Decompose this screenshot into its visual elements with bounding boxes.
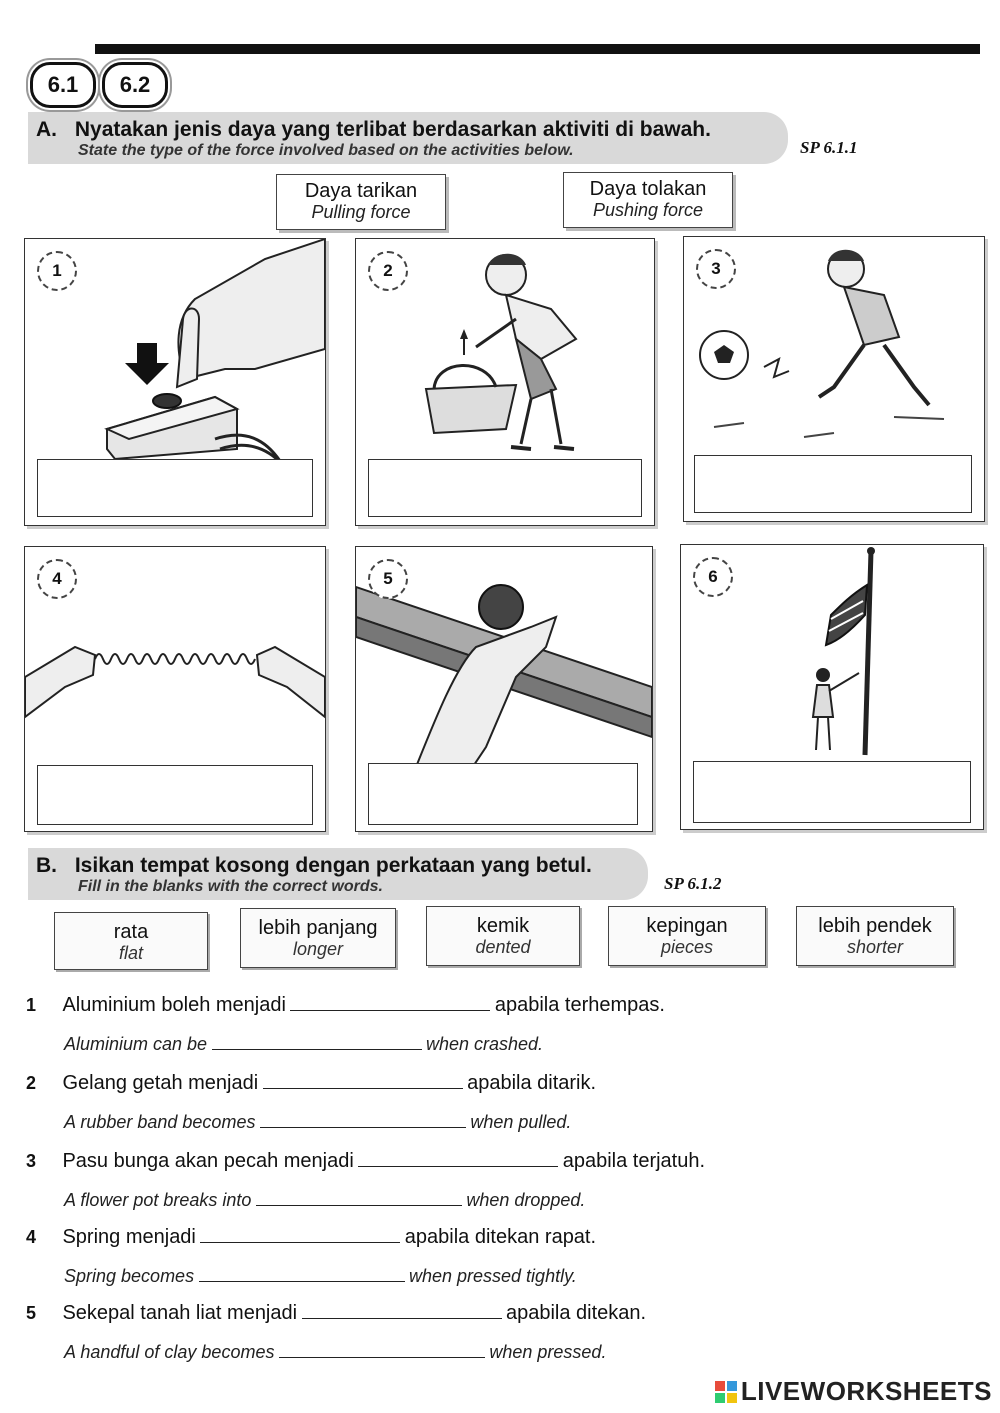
chapter-badge-6-2: 6.2 (102, 62, 168, 108)
question-4: 4 Spring menjadi apabila ditekan rapat. … (26, 1224, 597, 1286)
panel-number-2: 2 (368, 251, 408, 291)
section-a-title-ms: Nyatakan jenis daya yang terlibat berdas… (74, 118, 711, 141)
answer-input-6[interactable] (694, 762, 970, 822)
blank-4-ms[interactable] (200, 1224, 401, 1243)
activity-panel-2: 2 (355, 238, 655, 526)
answer-input-1[interactable] (38, 460, 312, 516)
section-b-title-en: Fill in the blanks with the correct word… (78, 878, 383, 895)
kicking-ball-illustration (699, 249, 945, 438)
answer-box-2[interactable] (368, 459, 642, 517)
blank-3-en[interactable] (255, 1187, 462, 1206)
activity-panel-4: 4 (24, 546, 326, 832)
activity-panel-5: 5 (355, 546, 653, 832)
answer-input-4[interactable] (38, 766, 312, 824)
panel-number-5: 5 (368, 559, 408, 599)
blank-5-en[interactable] (278, 1339, 485, 1358)
answer-box-3[interactable] (694, 455, 972, 513)
section-b-title-ms: Isikan tempat kosong dengan perkataan ya… (74, 854, 592, 877)
answer-input-5[interactable] (369, 764, 637, 824)
blank-2-en[interactable] (259, 1109, 466, 1128)
panel-number-6: 6 (693, 557, 733, 597)
panel-number-4: 4 (37, 559, 77, 599)
word-chip-kemik[interactable]: kemik dented (426, 906, 580, 966)
pressing-clay-illustration (356, 584, 652, 779)
blank-2-ms[interactable] (262, 1070, 463, 1089)
blank-5-ms[interactable] (301, 1300, 502, 1319)
answer-box-5[interactable] (368, 763, 638, 825)
answer-input-3[interactable] (695, 456, 971, 512)
lifting-basket-illustration (424, 253, 578, 451)
blank-4-en[interactable] (198, 1263, 405, 1282)
word-chip-lebih-panjang[interactable]: lebih panjang longer (240, 908, 396, 968)
section-b-sp-code: SP 6.1.2 (664, 874, 722, 893)
word-chip-kepingan[interactable]: kepingan pieces (608, 906, 766, 966)
word-chip-rata[interactable]: rata flat (54, 912, 208, 970)
blank-3-ms[interactable] (358, 1148, 559, 1167)
panel-number-3: 3 (696, 249, 736, 289)
answer-box-1[interactable] (37, 459, 313, 517)
liveworksheets-logo: LIVEWORKSHEETS (714, 1376, 992, 1407)
panel-number-1: 1 (37, 251, 77, 291)
question-5: 5 Sekepal tanah liat menjadi apabila dit… (26, 1300, 647, 1362)
word-chip-lebih-pendek[interactable]: lebih pendek shorter (796, 906, 954, 966)
answer-box-4[interactable] (37, 765, 313, 825)
blank-1-ms[interactable] (290, 992, 491, 1011)
force-option-pulling: Daya tarikan Pulling force (276, 174, 446, 230)
question-3: 3 Pasu bunga akan pecah menjadi apabila … (26, 1148, 706, 1210)
stretching-spring-illustration (25, 645, 325, 719)
section-b-letter: B. (36, 854, 57, 877)
section-a-header: A. Nyatakan jenis daya yang terlibat ber… (28, 112, 788, 164)
section-a-title-en: State the type of the force involved bas… (78, 142, 574, 159)
pressing-button-illustration (104, 239, 325, 467)
section-a-sp-code: SP 6.1.1 (800, 138, 858, 157)
logo-squares-icon (714, 1380, 737, 1403)
question-2: 2 Gelang getah menjadi apabila ditarik. … (26, 1070, 597, 1132)
chapter-badge-6-1: 6.1 (30, 62, 96, 108)
activity-panel-1: 1 (24, 238, 326, 526)
section-a-letter: A. (36, 118, 57, 141)
answer-input-2[interactable] (369, 460, 641, 516)
blank-1-en[interactable] (211, 1031, 422, 1050)
activity-panel-6: 6 (680, 544, 984, 830)
section-b-header: B. Isikan tempat kosong dengan perkataan… (28, 848, 648, 900)
activity-panel-3: 3 (683, 236, 985, 522)
header-bar (95, 44, 980, 54)
question-1: 1 Aluminium boleh menjadi apabila terhem… (26, 992, 665, 1054)
answer-box-6[interactable] (693, 761, 971, 823)
raising-flag-illustration (811, 547, 875, 756)
force-option-pushing: Daya tolakan Pushing force (563, 172, 733, 228)
